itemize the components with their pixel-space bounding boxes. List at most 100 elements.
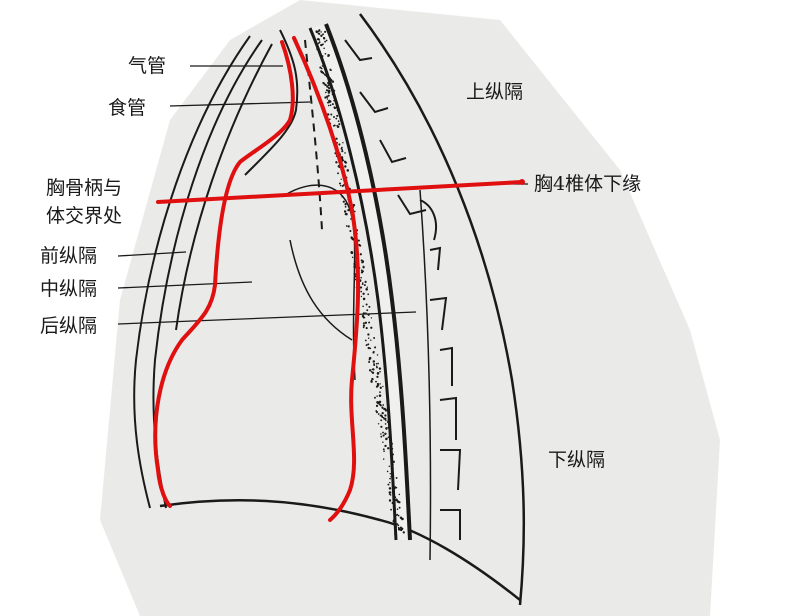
stipple-dot xyxy=(370,379,373,382)
stipple-dot xyxy=(322,43,324,45)
stipple-dot xyxy=(375,385,379,388)
stipple-dot xyxy=(387,447,390,450)
stipple-dot xyxy=(376,382,380,386)
stipple-dot xyxy=(365,327,368,330)
stipple-dot xyxy=(326,98,329,100)
stipple-dot xyxy=(388,487,392,490)
stipple-dot xyxy=(363,284,366,287)
stipple-dot xyxy=(344,205,347,208)
stipple-dot xyxy=(387,483,390,486)
stipple-dot xyxy=(401,518,403,521)
stipple-dot xyxy=(379,383,381,385)
stipple-dot xyxy=(320,31,322,33)
stipple-dot xyxy=(327,55,329,58)
stipple-dot xyxy=(344,161,348,164)
stipple-dot xyxy=(367,333,370,336)
stipple-dot xyxy=(326,89,329,92)
stipple-dot xyxy=(384,408,387,411)
stipple-dot xyxy=(368,356,372,360)
stipple-dot xyxy=(351,256,354,259)
label-posterior-mediastinum: 后纵隔 xyxy=(40,315,97,337)
stipple-dot xyxy=(361,283,364,285)
leader-middle xyxy=(117,281,253,289)
stipple-dot xyxy=(326,95,329,98)
stipple-dot xyxy=(372,351,375,354)
stipple-dot xyxy=(388,465,391,468)
stipple-dot xyxy=(389,491,392,494)
stipple-dot xyxy=(344,152,346,154)
stipple-dot xyxy=(390,475,393,478)
stipple-dot xyxy=(374,396,376,399)
stipple-dot xyxy=(384,414,387,417)
vertebra-2 xyxy=(359,91,389,114)
stipple-dot xyxy=(371,371,375,374)
stipple-dot xyxy=(362,322,365,325)
stipple-dot xyxy=(336,109,339,112)
stipple-dot xyxy=(324,91,327,94)
red-sternal-angle-line xyxy=(156,180,524,204)
stipple-dot xyxy=(381,406,384,409)
label-esophagus: 食管 xyxy=(108,97,146,119)
stipple-dot xyxy=(364,280,367,284)
stipple-dot xyxy=(392,463,394,465)
stipple-dot xyxy=(395,476,398,479)
stipple-dot xyxy=(320,70,324,74)
stipple-dot xyxy=(387,436,390,439)
stipple-dot xyxy=(341,196,343,198)
stipple-dot xyxy=(380,419,383,422)
stipple-dot xyxy=(377,423,380,425)
stipple-dot xyxy=(368,321,371,324)
stipple-dot xyxy=(362,297,366,301)
stipple-dot xyxy=(327,101,330,104)
stipple-dot xyxy=(363,316,366,319)
leader-anterior xyxy=(117,251,187,257)
stipple-dot xyxy=(389,481,391,484)
stipple-dot xyxy=(380,433,382,435)
stipple-dot xyxy=(373,363,376,367)
stipple-dot xyxy=(321,55,324,58)
stipple-dot xyxy=(382,404,385,406)
sternum-outer-line xyxy=(133,35,251,509)
stipple-dot xyxy=(392,484,395,487)
stipple-dot xyxy=(367,293,370,296)
stipple-dot xyxy=(318,32,321,35)
stipple-dot xyxy=(387,421,389,423)
stipple-dot xyxy=(328,99,331,102)
stipple-dot xyxy=(322,33,324,36)
stipple-dot xyxy=(326,76,329,78)
stipple-dot xyxy=(377,362,379,365)
stipple-dot xyxy=(344,165,347,168)
stipple-dot xyxy=(372,368,375,371)
stipple-dot xyxy=(393,518,396,521)
stipple-dot xyxy=(395,514,398,516)
stipple-dot xyxy=(332,125,335,127)
stipple-dot xyxy=(354,260,356,263)
stipple-dot xyxy=(336,114,339,117)
red-boundaries xyxy=(153,36,525,522)
stipple-dot xyxy=(324,40,326,43)
stipple-dot xyxy=(381,411,384,415)
vertebral-back-border xyxy=(324,23,412,541)
stipple-dot xyxy=(382,434,385,437)
stipple-dot xyxy=(362,292,365,295)
stipple-dot xyxy=(317,42,320,45)
stipple-dot xyxy=(330,113,333,116)
stipple-dot xyxy=(347,225,350,228)
trachea-wall xyxy=(244,29,299,176)
stipple-dot xyxy=(382,385,384,388)
stipple-dot xyxy=(392,487,396,491)
stipple-dot xyxy=(361,314,365,318)
stipple-dot xyxy=(342,200,345,203)
stipple-dot xyxy=(385,427,388,430)
stipple-dot xyxy=(347,209,350,212)
stipple-dot xyxy=(393,508,396,511)
stipple-dot xyxy=(340,178,342,180)
vertebra-5 xyxy=(419,199,438,241)
stipple-dot xyxy=(317,30,320,33)
stipple-dot xyxy=(324,83,327,87)
stipple-dot xyxy=(329,77,332,79)
stipple-dot xyxy=(324,74,327,76)
red-t4-dot xyxy=(519,179,525,185)
stipple-dot xyxy=(346,169,350,172)
